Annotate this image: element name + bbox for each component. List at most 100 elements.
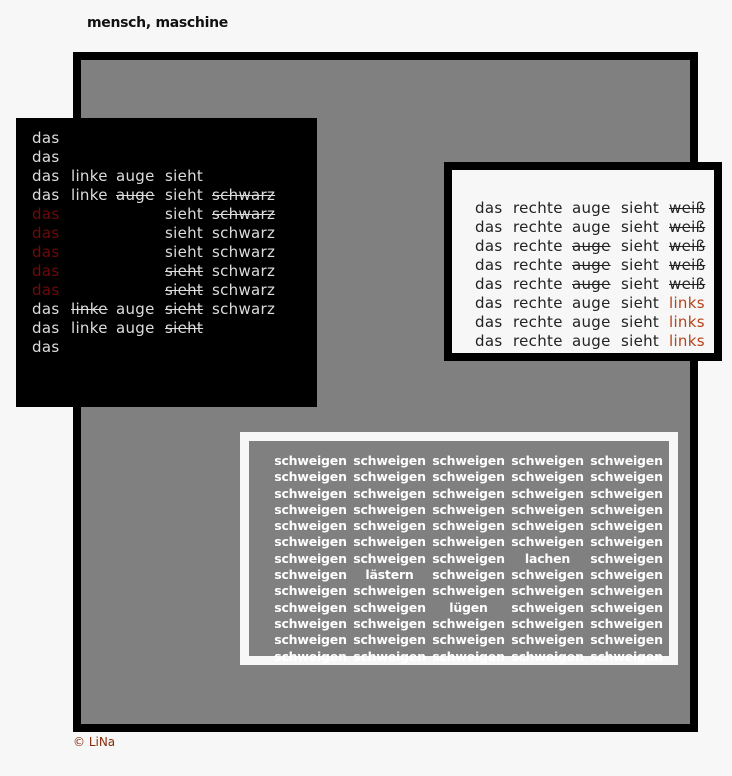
poem-word: schweigen: [590, 583, 663, 599]
poem-word: schweigen: [511, 485, 584, 501]
page-title: mensch, maschine: [87, 15, 228, 31]
poem-word: sieht: [621, 332, 660, 350]
poem-word: schweigen: [353, 583, 426, 599]
poem-word: sieht: [165, 224, 204, 242]
poem-word: [71, 205, 116, 224]
poem-word: schweigen: [432, 567, 505, 583]
poem-word: schwarz: [212, 186, 276, 204]
poem-word: schweigen: [511, 567, 584, 583]
poem-word: schweigen: [590, 599, 663, 615]
poem-word: [71, 262, 116, 281]
poem-word: rechte: [513, 237, 563, 255]
poem-word: [116, 224, 165, 243]
poem-word: schweigen: [353, 648, 426, 664]
poem-word: das: [32, 224, 60, 242]
poem-word: das: [475, 294, 503, 312]
poem-word: das: [475, 275, 503, 293]
poem-word: das: [475, 332, 503, 350]
poem-word: sieht: [621, 256, 660, 274]
poem-word: sieht: [621, 275, 660, 293]
poem-word: linke: [71, 300, 108, 318]
poem-word: schweigen: [353, 550, 426, 566]
poem-word: das: [475, 313, 503, 331]
poem-word: das: [32, 243, 60, 261]
poem-word: schweigen: [590, 501, 663, 517]
poem-word: linke: [71, 167, 108, 185]
poem-word: sieht: [621, 313, 660, 331]
poem-word: auge: [116, 186, 155, 204]
poem-word: links: [669, 332, 705, 350]
poem-word: rechte: [513, 218, 563, 236]
poem-word: schweigen: [353, 615, 426, 631]
poem-word: sieht: [621, 237, 660, 255]
poem-word: sieht: [165, 319, 204, 337]
poem-word: auge: [572, 256, 611, 274]
poem-word: schweigen: [511, 648, 584, 664]
poem-word: schweigen: [432, 648, 505, 664]
poem-word: schweigen: [590, 567, 663, 583]
poem-word: rechte: [513, 275, 563, 293]
poem-word: sieht: [165, 300, 204, 318]
poem-word: auge: [572, 275, 611, 293]
poem-word: weiß: [669, 256, 706, 274]
poem-word: sieht: [621, 294, 660, 312]
poem-word: schweigen: [353, 534, 426, 550]
poem-word: auge: [116, 319, 155, 337]
poem-word: schweigen: [590, 550, 663, 566]
poem-word: schweigen: [353, 518, 426, 534]
poem-word: schweigen: [353, 632, 426, 648]
poem-word: das: [32, 186, 60, 204]
poem-word: rechte: [513, 256, 563, 274]
poem-word: das: [475, 199, 503, 217]
poem-line: das: [32, 129, 275, 148]
poem-word: schweigen: [590, 518, 663, 534]
poem-word: schweigen: [511, 599, 584, 615]
poem-word: schwarz: [212, 262, 276, 280]
poem-word: schwarz: [212, 205, 276, 223]
poem-word: das: [32, 167, 60, 185]
poem-word: rechte: [513, 294, 563, 312]
poem-word: lästern: [365, 567, 414, 583]
poem-word: [71, 281, 116, 300]
poem-word: weiß: [669, 199, 706, 217]
poem-word: schweigen: [590, 485, 663, 501]
poem-word: lachen: [524, 550, 571, 566]
poem-word: auge: [572, 218, 611, 236]
poem-word: das: [475, 218, 503, 236]
poem-word: [116, 243, 165, 262]
poem-word: [116, 262, 165, 281]
poem-word: schweigen: [511, 632, 584, 648]
poem-word: schweigen: [274, 648, 347, 664]
poem-word: schweigen: [274, 583, 347, 599]
poem-word: schweigen: [274, 518, 347, 534]
poem-word: schweigen: [432, 534, 505, 550]
poem-word: sieht: [165, 205, 204, 223]
poem-word: schweigen: [511, 501, 584, 517]
poem-word: sieht: [165, 243, 204, 261]
poem-word: schweigen: [590, 534, 663, 550]
poem-word: rechte: [513, 313, 563, 331]
poem-word: [71, 243, 116, 262]
poem-word: rechte: [513, 199, 563, 217]
poem-word: das: [32, 300, 60, 318]
poem-word: schweigen: [432, 469, 505, 485]
poem-word: schweigen: [274, 632, 347, 648]
